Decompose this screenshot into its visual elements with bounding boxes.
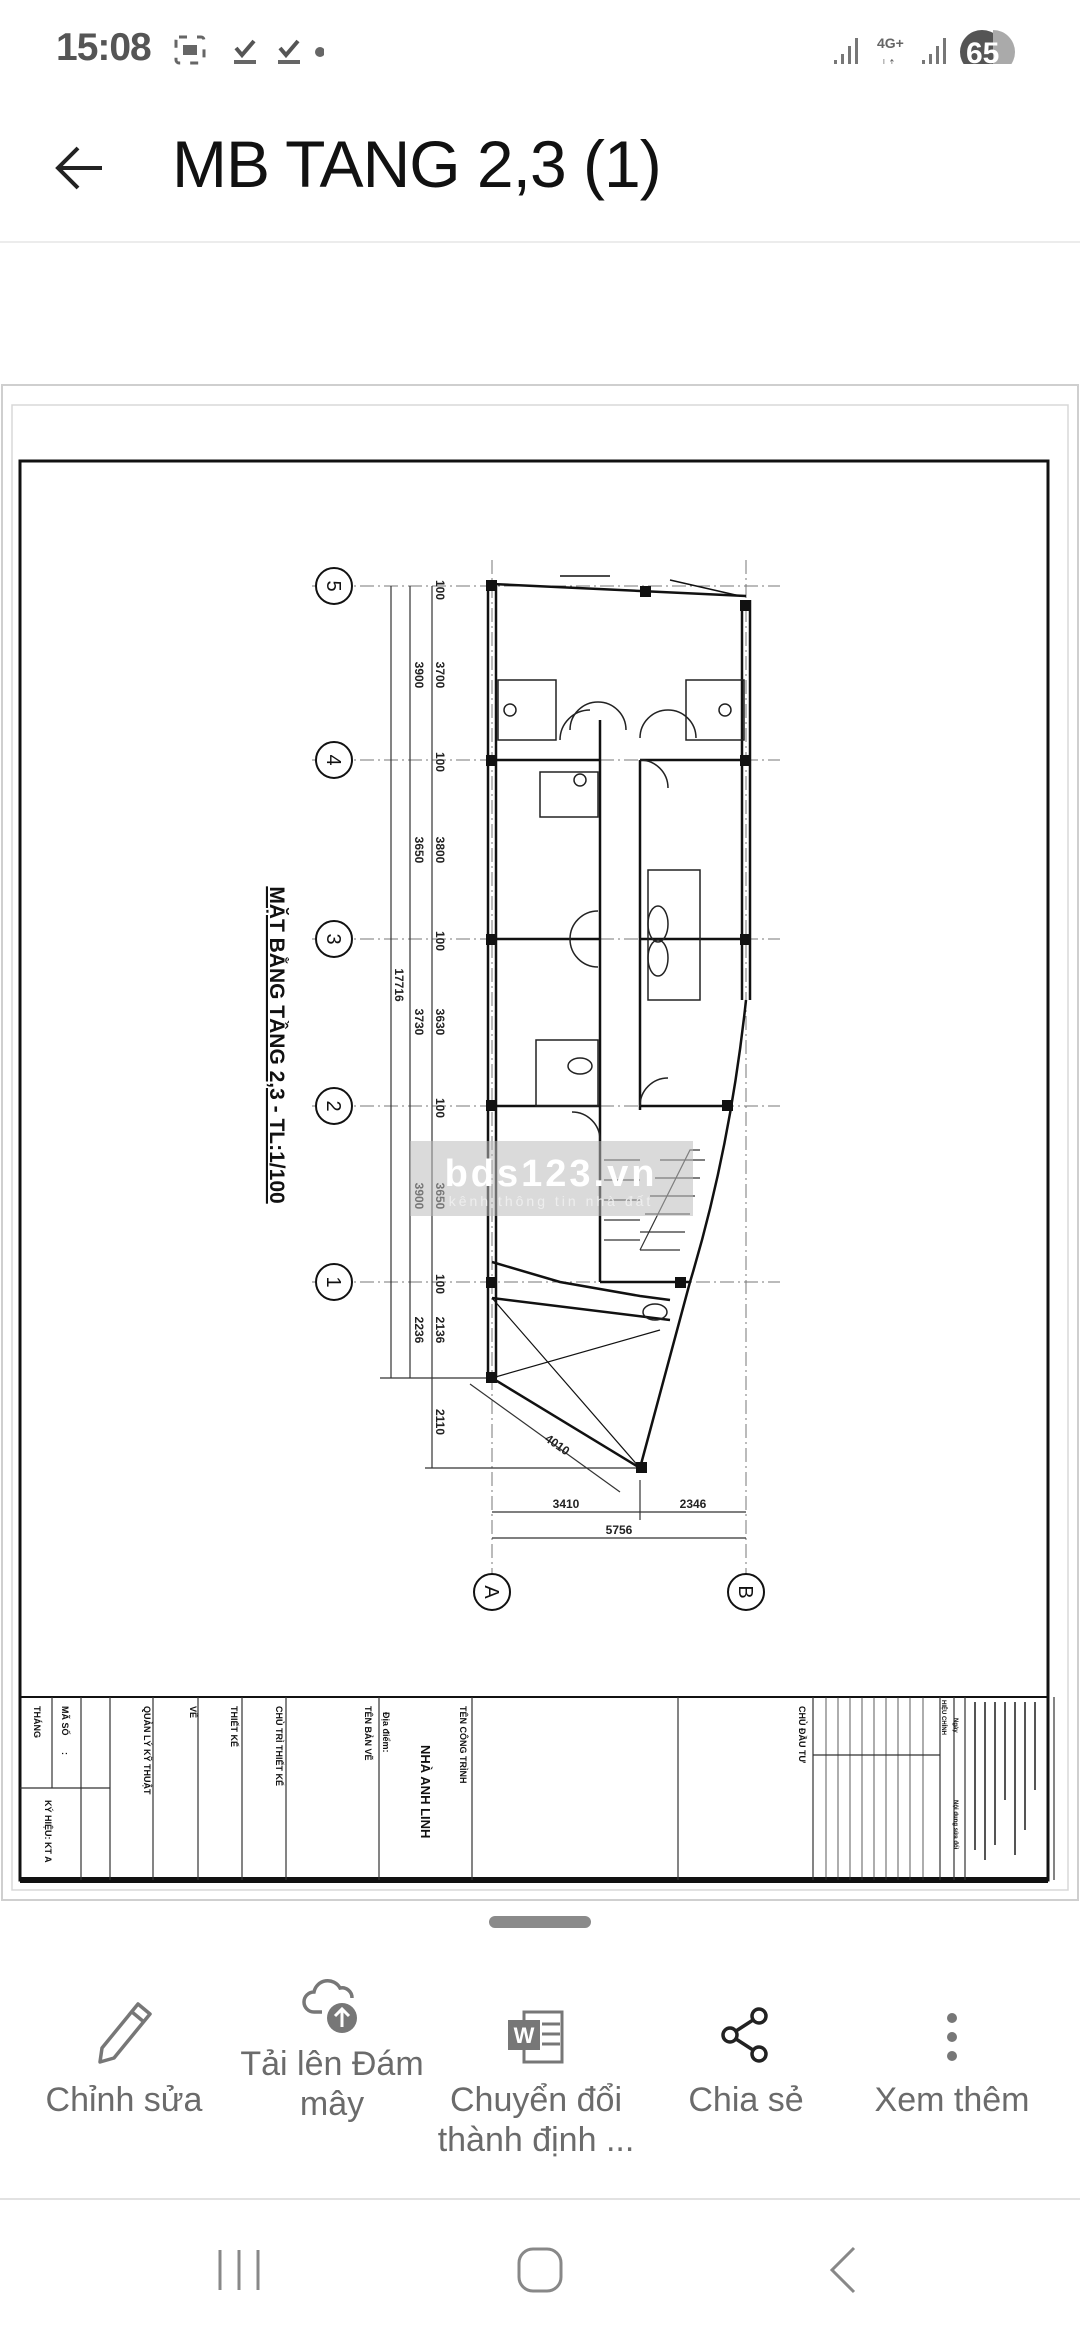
svg-text:2136: 2136 xyxy=(433,1317,447,1344)
svg-text:17716: 17716 xyxy=(392,968,406,1002)
system-nav-bar xyxy=(0,2200,1080,2340)
svg-text:NHÀ ANH LINH: NHÀ ANH LINH xyxy=(418,1745,433,1838)
svg-text:B: B xyxy=(734,1585,756,1598)
svg-text:2236: 2236 xyxy=(412,1317,426,1344)
status-bar: 15:08 4G+ ↓↑ 65 xyxy=(0,0,1080,100)
notification-icons xyxy=(174,35,324,65)
svg-text:A: A xyxy=(480,1585,502,1599)
signal-battery-icons: 4G+ ↓↑ 65 xyxy=(834,30,1015,64)
svg-text:bds123.vn: bds123.vn xyxy=(445,1153,658,1195)
svg-text:CHỦ TRÌ THIẾT KẾ: CHỦ TRÌ THIẾT KẾ xyxy=(274,1706,285,1786)
svg-text:kênh thông tin nhà đất: kênh thông tin nhà đất xyxy=(449,1193,654,1209)
convert-format-button[interactable]: W Chuyển đổi thành định ... xyxy=(436,1984,636,2160)
app-bar: MB TANG 2,3 (1) xyxy=(0,100,1080,243)
svg-text:VẼ: VẼ xyxy=(188,1706,198,1718)
share-button[interactable]: Chia sẻ xyxy=(646,1984,846,2120)
svg-text:4G+: 4G+ xyxy=(877,35,904,51)
share-icon xyxy=(721,2007,768,2063)
svg-text:THIẾT KẾ: THIẾT KẾ xyxy=(229,1706,239,1747)
more-icon xyxy=(947,2013,957,2061)
svg-text:2110: 2110 xyxy=(433,1409,447,1435)
watermark: bds123.vn kênh thông tin nhà đất xyxy=(410,1141,693,1216)
svg-text:3730: 3730 xyxy=(412,1009,426,1036)
back-nav-icon[interactable] xyxy=(826,2244,860,2296)
svg-text:TÊN BẢN VẼ: TÊN BẢN VẼ xyxy=(363,1706,374,1761)
svg-text:MÃ SỐ: MÃ SỐ xyxy=(60,1706,71,1736)
svg-text:3700: 3700 xyxy=(433,662,447,689)
svg-text:100: 100 xyxy=(433,1274,447,1294)
svg-text:4: 4 xyxy=(322,754,344,765)
title-block: THÁNG MÃ SỐ : KÝ HIỆU: KT A QUẢN LÝ KỸ T… xyxy=(20,1696,1055,1880)
plan-title: MẶT BẰNG TẦNG 2,3 - TL:1/100 xyxy=(265,886,289,1203)
status-time: 15:08 xyxy=(56,26,152,69)
svg-text:2346: 2346 xyxy=(680,1497,707,1511)
svg-text:KÝ HIỆU: KT A: KÝ HIỆU: KT A xyxy=(43,1800,54,1863)
svg-text:3800: 3800 xyxy=(433,837,447,864)
sheet-drag-handle[interactable] xyxy=(489,1916,591,1928)
pencil-icon xyxy=(98,2002,152,2064)
svg-text::: : xyxy=(60,1752,70,1755)
svg-text:3900: 3900 xyxy=(412,662,426,689)
svg-text:100: 100 xyxy=(433,752,447,772)
svg-text:Địa điểm:: Địa điểm: xyxy=(381,1712,391,1753)
svg-text:CHỦ ĐẦU TƯ: CHỦ ĐẦU TƯ xyxy=(797,1706,808,1763)
svg-text:65: 65 xyxy=(966,37,999,64)
svg-text:Nội dung sửa đổi: Nội dung sửa đổi xyxy=(952,1800,959,1850)
divider xyxy=(0,2198,1080,2200)
svg-text:100: 100 xyxy=(433,1098,447,1118)
svg-text:3650: 3650 xyxy=(412,837,426,864)
cloud-upload-icon xyxy=(302,1979,357,2033)
back-arrow-icon[interactable] xyxy=(52,138,112,198)
floor-plan-drawing: 5 4 3 2 1 A B 17716 3900 3650 3730 3900 … xyxy=(1,384,1079,1901)
svg-text:3630: 3630 xyxy=(433,1009,447,1036)
svg-text:W: W xyxy=(514,2023,535,2048)
bottom-action-sheet: Chỉnh sửa Tải lên Đám mây W Chuyển đổi t… xyxy=(0,1904,1080,2200)
svg-text:100: 100 xyxy=(433,580,447,600)
svg-text:2: 2 xyxy=(322,1100,344,1111)
svg-text:TÊN CÔNG TRÌNH: TÊN CÔNG TRÌNH xyxy=(458,1706,469,1784)
svg-text:QUẢN LÝ KỸ THUẬT: QUẢN LÝ KỸ THUẬT xyxy=(142,1706,153,1795)
svg-text:3410: 3410 xyxy=(553,1497,580,1511)
floor-plan: 5 4 3 2 1 A B 17716 3900 3650 3730 3900 … xyxy=(265,560,780,1611)
svg-text:HIỆU CHỈNH: HIỆU CHỈNH xyxy=(940,1700,948,1735)
svg-text:3: 3 xyxy=(322,933,344,944)
edit-button[interactable]: Chỉnh sửa xyxy=(24,1984,224,2120)
svg-text:5: 5 xyxy=(322,580,344,591)
svg-text:↓↑: ↓↑ xyxy=(880,55,896,64)
svg-text:Ngày: Ngày xyxy=(952,1718,958,1733)
page-title: MB TANG 2,3 (1) xyxy=(172,127,662,201)
svg-text:100: 100 xyxy=(433,931,447,951)
svg-text:THÁNG: THÁNG xyxy=(32,1706,42,1738)
upload-cloud-button[interactable]: Tải lên Đám mây xyxy=(232,1958,432,2124)
home-icon[interactable] xyxy=(516,2246,564,2294)
word-icon: W xyxy=(508,2010,564,2064)
recent-apps-icon[interactable] xyxy=(214,2246,264,2294)
svg-text:5756: 5756 xyxy=(606,1523,633,1537)
grid-bubbles: 5 4 3 2 1 A B xyxy=(315,567,765,1611)
more-button[interactable]: Xem thêm xyxy=(852,1984,1052,2120)
svg-text:1: 1 xyxy=(322,1276,344,1287)
